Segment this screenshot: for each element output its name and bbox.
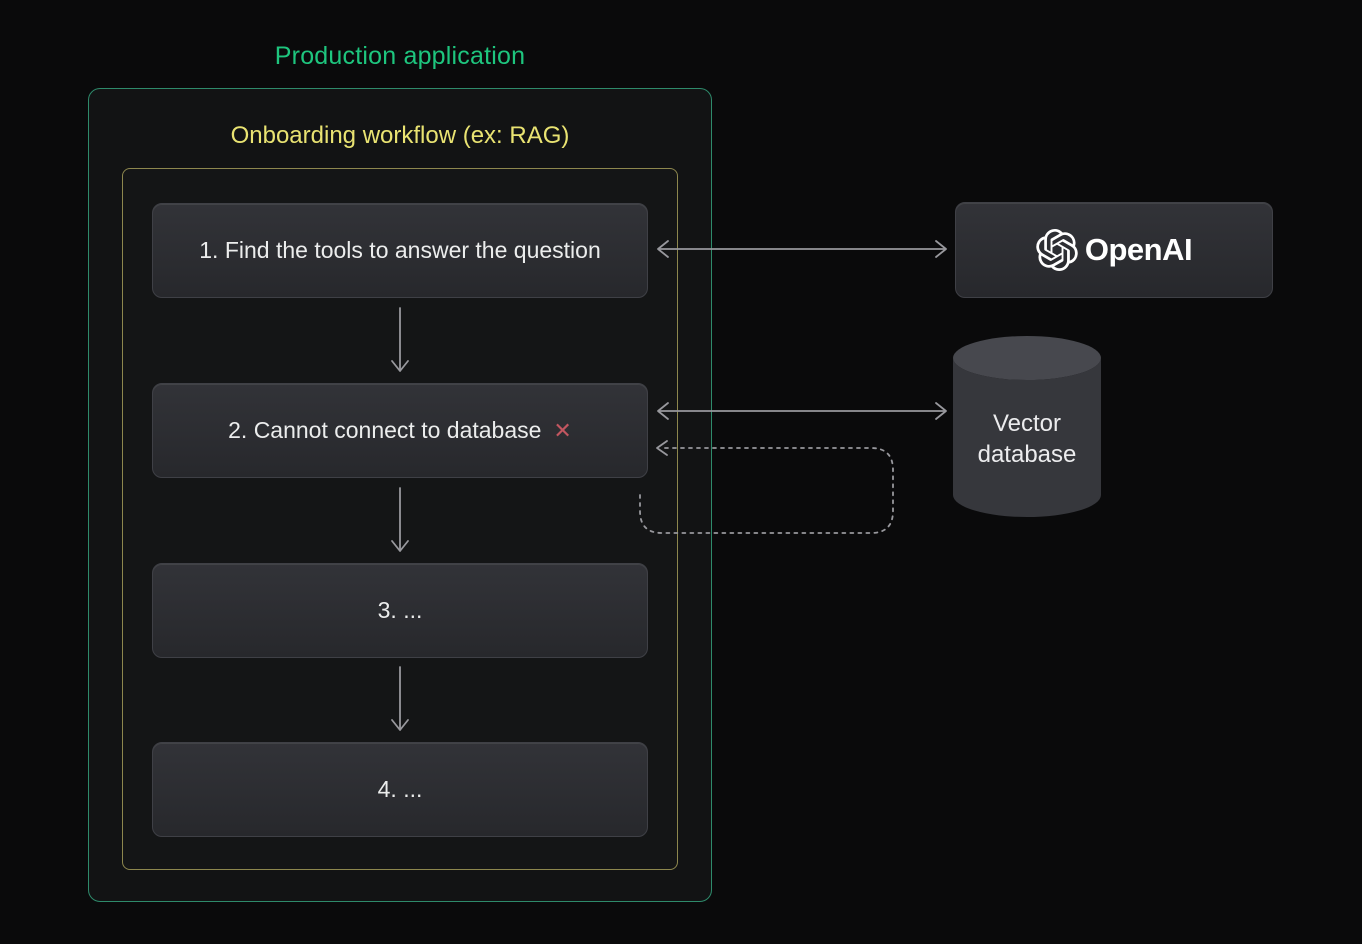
workflow-step-2: 2. Cannot connect to database ✕ — [152, 383, 648, 478]
production-application-label: Production application — [274, 42, 526, 70]
workflow-step-4: 4. ... — [152, 742, 648, 837]
vector-database-icon — [953, 336, 1101, 517]
workflow-step-3: 3. ... — [152, 563, 648, 658]
openai-logo-icon — [1036, 229, 1078, 271]
onboarding-workflow-label: Onboarding workflow (ex: RAG) — [230, 122, 570, 149]
workflow-step-4-label: 4. ... — [377, 776, 423, 802]
vector-database-label: Vector database — [951, 408, 1103, 470]
workflow-step-3-label: 3. ... — [377, 597, 423, 623]
vector-database-label-line2: database — [977, 441, 1077, 468]
error-x-icon: ✕ — [553, 417, 572, 443]
workflow-step-1: 1. Find the tools to answer the question — [152, 203, 648, 298]
workflow-step-1-label: 1. Find the tools to answer the question — [199, 237, 601, 263]
workflow-step-2-label: 2. Cannot connect to database — [228, 417, 542, 443]
openai-node: OpenAI — [955, 202, 1273, 298]
openai-label: OpenAI — [1084, 232, 1193, 267]
vector-database-label-line1: Vector — [992, 410, 1062, 437]
